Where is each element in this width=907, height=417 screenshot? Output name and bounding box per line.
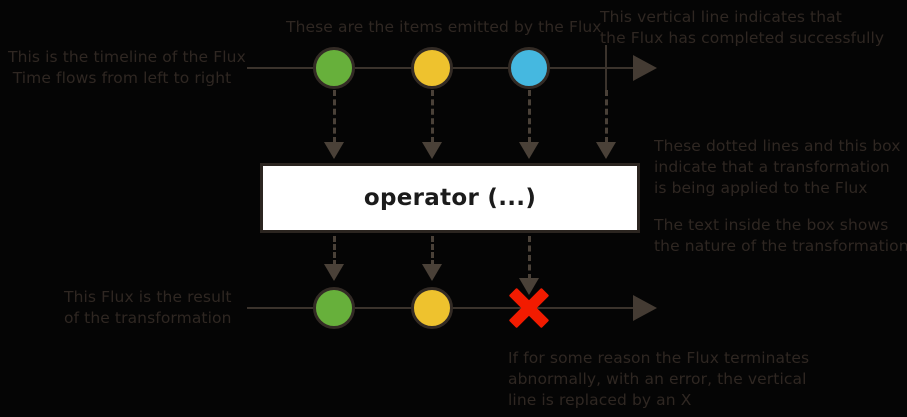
source-marble-yellow <box>411 47 453 89</box>
dotted-line-blue-in <box>528 90 531 143</box>
dotted-line-green-out <box>333 236 336 266</box>
annotation-items: These are the items emitted by the Flux <box>286 18 602 36</box>
error-x-icon <box>507 286 551 330</box>
annotation-transformation: These dotted lines and this box indicate… <box>654 137 901 197</box>
dotted-arrow-yellow-in <box>422 142 442 159</box>
dotted-arrow-error-out <box>519 278 539 295</box>
result-timeline-arrowhead <box>633 295 657 321</box>
dotted-arrow-completion-in <box>596 142 616 159</box>
completion-line <box>605 45 607 93</box>
dotted-line-yellow-out <box>431 236 434 266</box>
source-timeline-arrowhead <box>633 55 657 81</box>
source-marble-blue <box>508 47 550 89</box>
operator-box: operator (...) <box>260 163 640 233</box>
dotted-line-yellow-in <box>431 90 434 143</box>
annotation-timeline: This is the timeline of the Flux Time fl… <box>8 48 246 87</box>
dotted-arrow-blue-in <box>519 142 539 159</box>
result-marble-green <box>313 287 355 329</box>
annotation-result: This Flux is the result of the transform… <box>64 288 232 327</box>
dotted-arrow-green-out <box>324 264 344 281</box>
annotation-box-text: The text inside the box shows the nature… <box>654 216 907 255</box>
result-marble-yellow <box>411 287 453 329</box>
annotation-error: If for some reason the Flux terminates a… <box>508 349 810 409</box>
dotted-line-completion-in <box>605 90 608 143</box>
annotation-completion: This vertical line indicates that the Fl… <box>600 8 885 47</box>
dotted-arrow-green-in <box>324 142 344 159</box>
dotted-arrow-yellow-out <box>422 264 442 281</box>
dotted-line-error-out <box>528 236 531 280</box>
operator-box-label: operator (...) <box>363 185 537 211</box>
dotted-line-green-in <box>333 90 336 143</box>
source-marble-green <box>313 47 355 89</box>
